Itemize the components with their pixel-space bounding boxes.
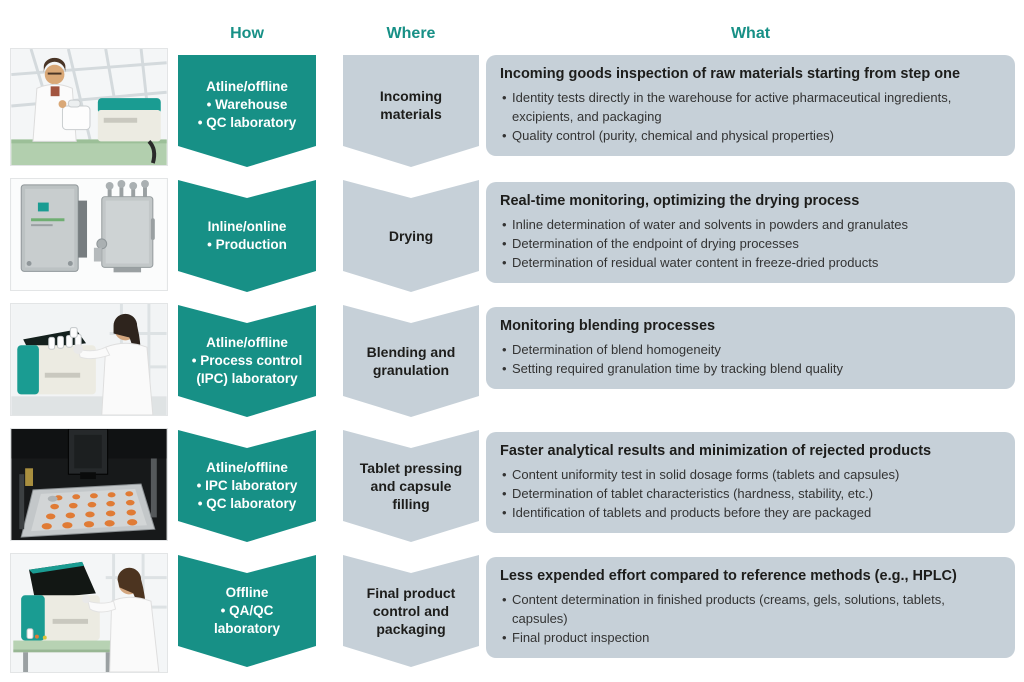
- how-location-label: Warehouse: [207, 96, 288, 114]
- what-bullet-list: Inline determination of water and solven…: [500, 215, 999, 273]
- what-bullet: Determination of blend homogeneity: [500, 340, 999, 359]
- where-label: Drying: [388, 227, 434, 244]
- what-title: Monitoring blending processes: [500, 318, 716, 334]
- what-bullet: Determination of residual water content …: [500, 253, 999, 272]
- what-bullet: Final product inspection: [500, 628, 999, 647]
- photo-ipc-laboratory: [10, 303, 168, 416]
- what-bullet: Identity tests directly in the warehouse…: [500, 88, 999, 126]
- column-header-what: What: [730, 25, 771, 42]
- what-bullet: Content determination in finished produc…: [500, 590, 999, 628]
- photo-incoming-inspection: [10, 48, 168, 166]
- what-bullet: Setting required granulation time by tra…: [500, 359, 999, 378]
- column-header-where: Where: [386, 25, 436, 42]
- how-chevron-atline-offline-ipc: Atline/offline Process control (IPC) lab…: [178, 305, 316, 417]
- how-location-label: QC laboratory: [198, 114, 297, 132]
- what-bullet: Content uniformity test in solid dosage …: [500, 465, 999, 484]
- tablet-measurement-illustration: [11, 429, 167, 540]
- what-bullet-list: Determination of blend homogeneity Setti…: [500, 340, 999, 379]
- how-location-label: QC laboratory: [198, 495, 297, 513]
- what-bullet-list: Content uniformity test in solid dosage …: [500, 465, 999, 523]
- what-panel-blending: Monitoring blending processes Determinat…: [486, 307, 1015, 390]
- what-title: Incoming goods inspection of raw materia…: [500, 66, 961, 82]
- photo-tablet-tray: [10, 428, 168, 541]
- where-label: Tablet pressing and capsule filling: [359, 459, 463, 513]
- what-title: Real-time monitoring, optimizing the dry…: [500, 193, 860, 209]
- how-mode-label: Atline/offline: [206, 334, 288, 350]
- where-chevron-drying: Drying: [343, 180, 479, 292]
- how-chevron-inline-online-production: Inline/online Production: [178, 180, 316, 292]
- vial-loading-scene-illustration: [11, 304, 167, 415]
- where-label: Final product control and packaging: [366, 584, 456, 638]
- final-inspection-scene-illustration: [11, 554, 167, 672]
- photo-qaqc-laboratory: [10, 553, 168, 673]
- what-bullet: Determination of tablet characteristics …: [500, 484, 999, 503]
- how-location-label: QA/QC laboratory: [188, 602, 306, 638]
- what-panel-drying: Real-time monitoring, optimizing the dry…: [486, 182, 1015, 284]
- what-bullet: Determination of the endpoint of drying …: [500, 234, 999, 253]
- what-bullet-list: Content determination in finished produc…: [500, 590, 999, 648]
- how-mode-label: Offline: [225, 584, 269, 600]
- what-bullet: Quality control (purity, chemical and ph…: [500, 126, 999, 145]
- warehouse-scene-illustration: [11, 49, 167, 165]
- what-panel-final-product: Less expended effort compared to referen…: [486, 557, 1015, 659]
- how-location-label: IPC laboratory: [197, 477, 298, 495]
- where-chevron-final-product: Final product control and packaging: [343, 555, 479, 667]
- how-mode-label: Atline/offline: [206, 78, 288, 94]
- how-chevron-atline-offline-warehouse: Atline/offline Warehouse QC laboratory: [178, 55, 316, 167]
- where-chevron-tablet-pressing: Tablet pressing and capsule filling: [343, 430, 479, 542]
- how-chevron-offline-qaqc: Offline QA/QC laboratory: [178, 555, 316, 667]
- how-location-label: Process control (IPC) laboratory: [188, 352, 306, 388]
- what-panel-incoming-materials: Incoming goods inspection of raw materia…: [486, 55, 1015, 157]
- photo-process-analyzers: [10, 178, 168, 291]
- analyzer-cabinets-illustration: [11, 179, 167, 290]
- what-panel-tablet-pressing: Faster analytical results and minimizati…: [486, 432, 1015, 534]
- what-bullet: Identification of tablets and products b…: [500, 503, 999, 522]
- where-chevron-blending-granulation: Blending and granulation: [343, 305, 479, 417]
- what-title: Faster analytical results and minimizati…: [500, 443, 932, 459]
- where-label: Blending and granulation: [366, 343, 456, 378]
- how-mode-label: Atline/offline: [206, 459, 288, 475]
- how-location-label: Production: [207, 236, 287, 254]
- where-label: Incoming materials: [379, 87, 443, 122]
- column-header-how: How: [230, 25, 264, 42]
- what-bullet-list: Identity tests directly in the warehouse…: [500, 88, 999, 146]
- what-bullet: Inline determination of water and solven…: [500, 215, 999, 234]
- how-mode-label: Inline/online: [207, 218, 287, 234]
- where-chevron-incoming-materials: Incoming materials: [343, 55, 479, 167]
- what-title: Less expended effort compared to referen…: [500, 568, 957, 584]
- how-chevron-atline-offline-ipc-qc: Atline/offline IPC laboratory QC laborat…: [178, 430, 316, 542]
